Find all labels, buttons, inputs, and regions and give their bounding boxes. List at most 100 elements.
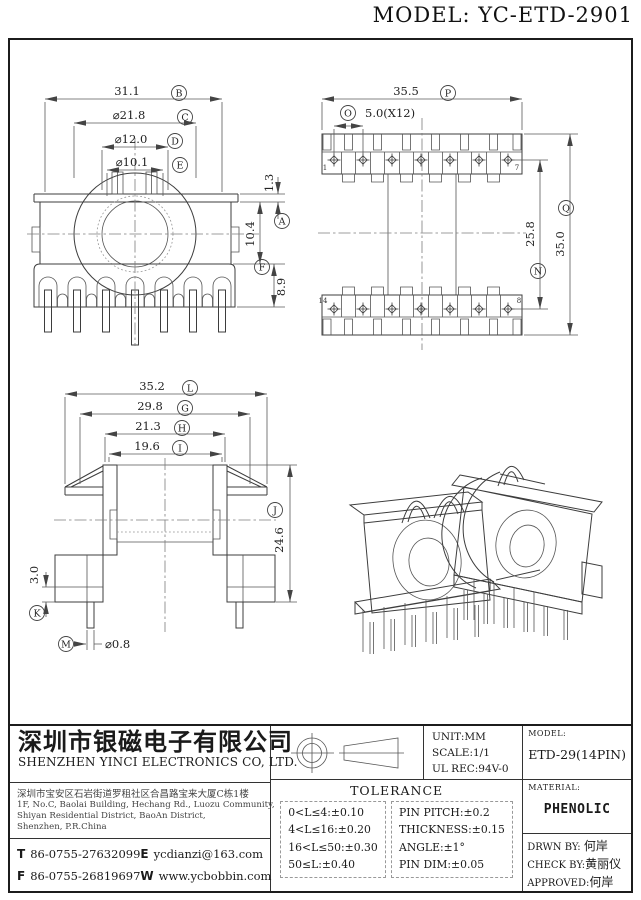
drawn-by-label: DRWN BY: — [527, 842, 581, 853]
top-view-geometry: 1 7 14 8 — [318, 118, 526, 350]
dim-l-label: L — [187, 383, 194, 394]
company-column: 深圳市银磁电子有限公司 SHENZHEN YINCI ELECTRONICS C… — [10, 726, 298, 891]
company-name-en: SHENZHEN YINCI ELECTRONICS CO, LTD. — [18, 755, 298, 770]
top-view-dimensions: 35.5 P O 5.0(X12) 25.8 N 35.0 Q — [321, 84, 578, 336]
dim-f-value: 8.9 — [274, 278, 288, 296]
dim-o-label: O — [344, 108, 352, 119]
address-en-line2: Shiyan Residential District, BaoAn Distr… — [17, 811, 206, 822]
company-header: 深圳市银磁电子有限公司 SHENZHEN YINCI ELECTRONICS C… — [10, 726, 298, 783]
dim-d-label: D — [171, 136, 179, 147]
dim-k-label: K — [33, 608, 41, 619]
tolerance-title: TOLERANCE — [350, 783, 444, 798]
dim-i-label: I — [178, 443, 182, 454]
dim-n-label: N — [534, 266, 542, 277]
tolerance-row: 50≤L:±0.40 — [288, 858, 355, 872]
dim-i-value: 19.6 — [134, 439, 160, 453]
title-block: 深圳市银磁电子有限公司 SHENZHEN YINCI ELECTRONICS C… — [10, 724, 631, 891]
tolerance-row: 16<L≤50:±0.30 — [288, 840, 378, 854]
spec-tolerance-column: UNIT:MM SCALE:1/1 UL REC:94V-0 TOLERANCE… — [271, 726, 524, 891]
tolerance-row: 0<L≤4:±0.10 — [288, 806, 365, 819]
address-cn: 深圳市宝安区石岩街道罗租社区合昌路宝来大厦C栋1楼 — [17, 789, 249, 800]
dim-d-value: ⌀12.0 — [115, 132, 148, 146]
dim-h-value: 21.3 — [135, 419, 161, 433]
side-view-drawing: 35.2 L 29.8 G 21.3 H 19.6 I 3.0 K — [27, 379, 297, 652]
dim-q-label: Q — [562, 203, 570, 214]
pin-number-1: 1 — [323, 164, 327, 172]
dim-m-label: M — [61, 639, 71, 650]
material-label: MATERIAL: — [528, 783, 581, 793]
drawn-by-row: DRWN BY: 何岸 — [527, 837, 627, 855]
side-view-dimensions: 35.2 L 29.8 G 21.3 H 19.6 I 3.0 K — [27, 379, 297, 652]
dim-k-value: 3.0 — [27, 566, 41, 584]
tolerance-row: 4<L≤16:±0.20 — [288, 823, 371, 837]
tolerance-row: PIN DIM:±0.05 — [399, 858, 485, 872]
drawing-frame: 31.1 B ⌀21.8 C ⌀12.0 D ⌀10.1 E 1.3 — [8, 38, 633, 893]
dim-m-value: ⌀0.8 — [105, 637, 130, 651]
dim-c-label: C — [181, 112, 188, 123]
material-value: PHENOLIC — [543, 802, 611, 818]
dim-c-value: ⌀21.8 — [113, 108, 146, 122]
ul-rec-value: UL REC:94V-0 — [432, 762, 509, 775]
dim-l-value: 35.2 — [139, 379, 165, 393]
dim-a-value: 10.4 — [243, 221, 257, 247]
dim-o-value: 5.0(X12) — [365, 106, 415, 120]
side-view-geometry — [54, 458, 276, 632]
dim-j-label: J — [272, 505, 277, 516]
dim-n-value: 25.8 — [523, 221, 537, 247]
tolerance-row: PIN PITCH:±0.2 — [399, 806, 490, 819]
isometric-geometry — [348, 466, 603, 654]
email-icon-label: E — [140, 847, 149, 861]
front-view-dimensions: 31.1 B ⌀21.8 C ⌀12.0 D ⌀10.1 E 1.3 — [44, 84, 290, 308]
fax-icon-label: F — [17, 869, 26, 883]
material-cell: MATERIAL: PHENOLIC — [523, 780, 631, 834]
dim-f-label: F — [259, 262, 266, 273]
front-view-drawing: 31.1 B ⌀21.8 C ⌀12.0 D ⌀10.1 E 1.3 — [27, 84, 290, 346]
model-material-column: MODEL: ETD-29(14PIN) MATERIAL: PHENOLIC … — [523, 726, 631, 891]
tolerance-row: ANGLE:±1° — [399, 840, 465, 854]
model-label: MODEL: — [528, 729, 567, 738]
approved-label: APPROVED: — [527, 878, 590, 889]
page-title: MODEL: YC-ETD-2901 — [372, 3, 633, 27]
dim-plate-thickness: 1.3 — [262, 174, 276, 192]
dim-q-value: 35.0 — [553, 231, 567, 257]
spec-values: UNIT:MM SCALE:1/1 UL REC:94V-0 — [424, 726, 522, 779]
web-icon-label: W — [140, 869, 154, 883]
dim-e-label: E — [177, 160, 184, 171]
dim-j-value: 24.6 — [272, 527, 286, 553]
website-url: www.ycbobbin.com — [158, 869, 272, 883]
company-address: 深圳市宝安区石岩街道罗租社区合昌路宝来大厦C栋1楼 1F, No.C, Baol… — [10, 783, 275, 839]
isometric-view-drawing — [348, 466, 603, 654]
spec-row: UNIT:MM SCALE:1/1 UL REC:94V-0 — [271, 726, 523, 780]
dim-b-value: 31.1 — [114, 84, 140, 98]
dim-a-label: A — [278, 216, 286, 227]
phone-icon-label: T — [17, 847, 26, 861]
dim-g-value: 29.8 — [137, 399, 163, 413]
check-by-label: CHECK BY: — [527, 860, 586, 871]
address-en-line1: 1F, No.C, Baolai Building, Hechang Rd., … — [17, 800, 275, 810]
check-by-row: CHECK BY:黄丽仪 — [527, 855, 627, 873]
projection-symbol-cell — [271, 726, 424, 779]
signature-cell: DRWN BY: 何岸 CHECK BY:黄丽仪 APPROVED:何岸 — [523, 834, 631, 891]
third-angle-projection-icon — [291, 732, 404, 773]
approved-name: 何岸 — [589, 875, 614, 889]
dim-e-value: ⌀10.1 — [116, 155, 149, 169]
pin-number-14: 14 — [319, 297, 328, 305]
dim-h-label: H — [178, 423, 186, 434]
tolerance-general-table: 0<L≤4:±0.10 4<L≤16:±0.20 16<L≤50:±0.30 5… — [280, 801, 386, 878]
tolerance-tables: 0<L≤4:±0.10 4<L≤16:±0.20 16<L≤50:±0.30 5… — [271, 798, 522, 891]
pin-number-7: 7 — [515, 164, 519, 172]
dim-p-label: P — [445, 88, 452, 99]
dim-g-label: G — [181, 403, 189, 414]
top-view-drawing: 1 7 14 8 35.5 P O 5.0(X12) 25.8 N — [318, 84, 578, 350]
tolerance-specific-table: PIN PITCH:±0.2 THICKNESS:±0.15 ANGLE:±1°… — [391, 801, 513, 878]
scale-value: SCALE:1/1 — [432, 746, 490, 759]
approved-row: APPROVED:何岸 — [527, 873, 627, 891]
pin-number-8: 8 — [517, 297, 521, 305]
address-en-line3: Shenzhen, P.R.China — [17, 822, 107, 833]
